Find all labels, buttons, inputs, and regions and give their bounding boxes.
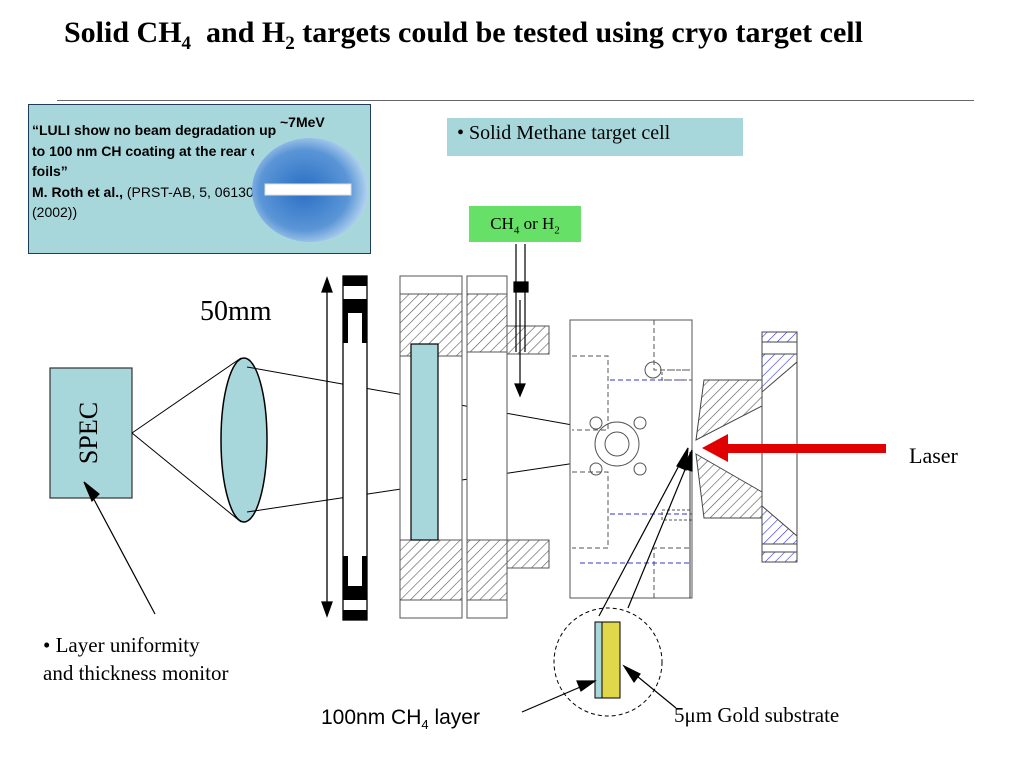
energy-label: ~7MeV xyxy=(280,114,325,130)
reference-quote: “LULI show no beam degradation up to 100… xyxy=(32,122,286,179)
beam-profile-image xyxy=(252,138,368,242)
laser-arrow xyxy=(702,434,886,462)
gas-feed-tube xyxy=(513,244,529,398)
laser-label: Laser xyxy=(909,443,958,468)
methane-cell-label: • Solid Methane target cell xyxy=(447,118,743,156)
reference-citation: (PRST-AB, 5, 061301 (2002)) xyxy=(32,183,262,221)
spec-label: SPEC xyxy=(74,401,103,465)
gold-substrate-label: 5μm Gold substrate xyxy=(674,703,840,727)
reference-author: M. Roth et al., xyxy=(32,183,123,200)
window-glass xyxy=(410,343,439,541)
spec-box xyxy=(49,367,133,499)
lens xyxy=(220,357,268,523)
title-divider xyxy=(57,100,974,101)
cryo-cell-body xyxy=(569,319,693,599)
dimension-label: 50mm xyxy=(200,296,272,327)
reference-text: “LULI show no beam degradation up to 100… xyxy=(32,120,292,223)
flange-2 xyxy=(466,275,550,619)
ch4-layer-zoom xyxy=(594,621,603,699)
window-frame xyxy=(342,275,368,621)
dimension-arrow xyxy=(321,276,333,618)
gold-substrate-zoom xyxy=(601,621,621,699)
layer-monitor-label: • Layer uniformity and thickness monitor xyxy=(43,633,229,685)
ch4-layer-label: 100nm CH4 layer xyxy=(321,706,480,733)
reference-inset: “LULI show no beam degradation up to 100… xyxy=(28,104,371,254)
page-title: Solid CH4 and H2 targets could be tested… xyxy=(64,16,863,54)
gas-label-box: CH4 or H2 xyxy=(469,206,581,242)
pointer-arrows xyxy=(83,447,693,713)
